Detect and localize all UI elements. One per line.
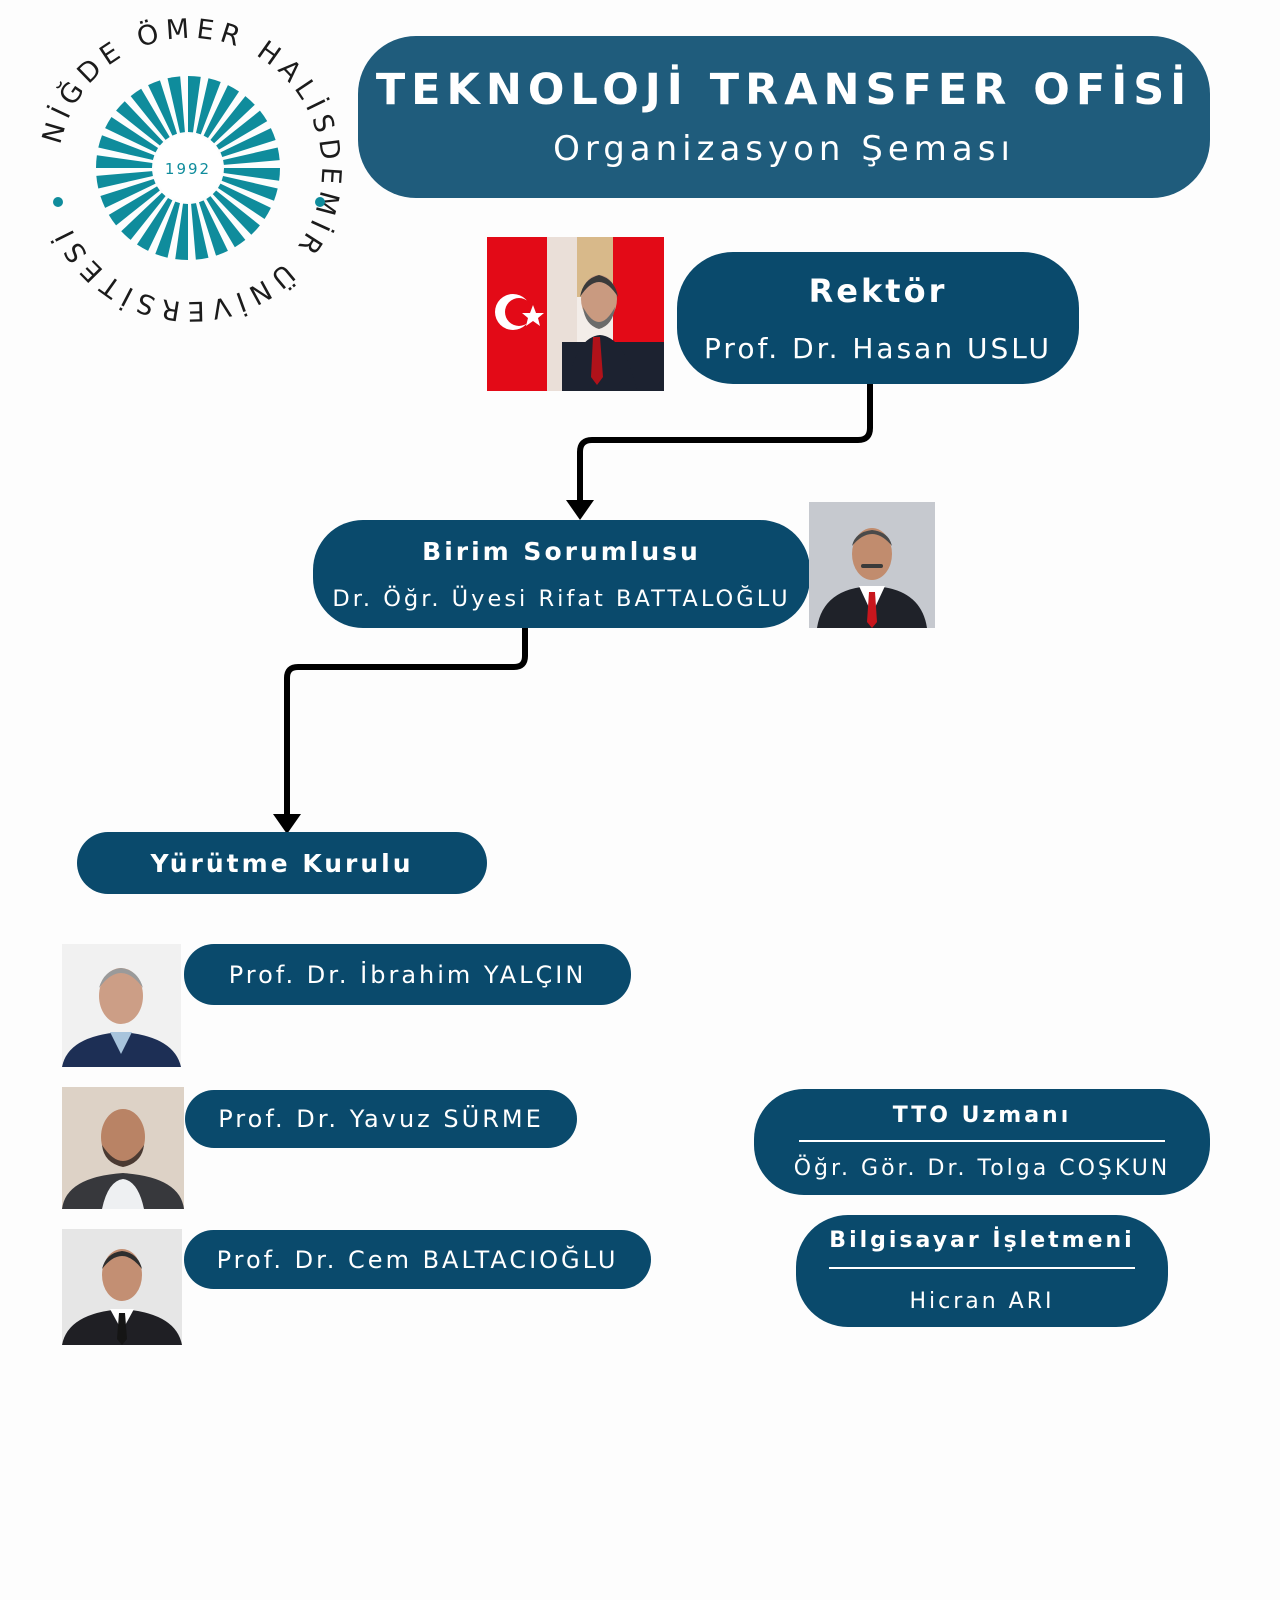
logo-ray <box>108 186 160 226</box>
logo-ray <box>203 85 240 139</box>
page-title: TEKNOLOJİ TRANSFER OFİSİ <box>375 65 1193 115</box>
rector-name: Prof. Dr. Hasan USLU <box>704 331 1052 365</box>
logo-ray <box>198 200 228 256</box>
logo-ray <box>212 190 260 235</box>
logo-ray <box>96 155 153 168</box>
operator-role: Bilgisayar İşletmeni <box>829 1228 1135 1253</box>
page-subtitle: Organizasyon Şeması <box>553 129 1015 169</box>
logo-ray <box>216 110 268 150</box>
logo-ray <box>196 78 221 135</box>
logo-ray <box>155 201 180 258</box>
logo-ray <box>96 171 153 189</box>
logo-ray <box>98 135 155 160</box>
logo-ray <box>206 196 246 248</box>
logo-ray <box>105 116 159 153</box>
unit-head-role: Birim Sorumlusu <box>422 536 701 566</box>
logo-ray <box>191 203 209 260</box>
member-photo <box>62 1087 184 1209</box>
logo-ray <box>221 176 278 201</box>
logo-ray <box>223 168 280 181</box>
member-box: Prof. Dr. Cem BALTACIOĞLU <box>184 1230 651 1289</box>
logo-ray <box>220 128 276 158</box>
member-box: Prof. Dr. İbrahim YALÇIN <box>184 944 631 1005</box>
member-photo <box>62 944 181 1067</box>
rector-photo <box>487 237 664 391</box>
specialist-box: TTO Uzmanı Öğr. Gör. Dr. Tolga COŞKUN <box>754 1089 1210 1195</box>
member-name: Prof. Dr. Yavuz SÜRME <box>218 1105 544 1133</box>
connector-unit-head-to-board <box>284 628 528 816</box>
logo-center-disc <box>154 134 222 202</box>
specialist-divider <box>799 1140 1165 1142</box>
member-box: Prof. Dr. Yavuz SÜRME <box>185 1090 577 1148</box>
logo-ray <box>116 101 164 146</box>
logo-ray <box>136 197 173 251</box>
executive-board-box: Yürütme Kurulu <box>77 832 487 894</box>
arrowhead-icon <box>566 500 594 520</box>
rector-role: Rektör <box>808 271 948 310</box>
specialist-name: Öğr. Gör. Dr. Tolga COŞKUN <box>793 1156 1171 1181</box>
executive-board-title: Yürütme Kurulu <box>150 848 414 878</box>
logo-dot-right <box>315 197 325 207</box>
operator-name: Hicran ARI <box>909 1289 1055 1314</box>
logo-ray <box>223 147 280 165</box>
header-box: TEKNOLOJİ TRANSFER OFİSİ Organizasyon Şe… <box>358 36 1210 198</box>
unit-head-photo <box>809 502 935 628</box>
operator-divider <box>829 1267 1135 1269</box>
university-logo: 1992 NİĞDE ÖMER HALİSDEMİR ÜNİVERSİTESİ <box>37 13 341 326</box>
logo-ray <box>100 178 156 208</box>
logo-ray <box>175 203 188 260</box>
unit-head-box: Birim Sorumlusu Dr. Öğr. Üyesi Rifat BAT… <box>313 520 810 628</box>
logo-ray <box>188 76 201 133</box>
logo-ray <box>130 88 170 140</box>
connector-rector-to-unit-head <box>577 384 873 502</box>
specialist-role: TTO Uzmanı <box>892 1103 1072 1128</box>
logo-ray <box>210 96 255 144</box>
logo-ray <box>148 80 178 136</box>
rector-box: Rektör Prof. Dr. Hasan USLU <box>677 252 1079 384</box>
unit-head-name: Dr. Öğr. Üyesi Rifat BATTALOĞLU <box>332 585 791 612</box>
logo-ray <box>217 183 271 220</box>
member-name: Prof. Dr. İbrahim YALÇIN <box>228 960 587 989</box>
logo-year: 1992 <box>165 160 211 178</box>
arrowhead-icon <box>273 814 301 834</box>
logo-ray <box>121 192 166 240</box>
operator-box: Bilgisayar İşletmeni Hicran ARI <box>796 1215 1168 1327</box>
logo-dot-left <box>53 197 63 207</box>
logo-ray <box>167 76 185 133</box>
member-photo <box>62 1229 182 1345</box>
logo-sunburst-icon <box>96 76 280 260</box>
member-name: Prof. Dr. Cem BALTACIOĞLU <box>216 1245 619 1274</box>
